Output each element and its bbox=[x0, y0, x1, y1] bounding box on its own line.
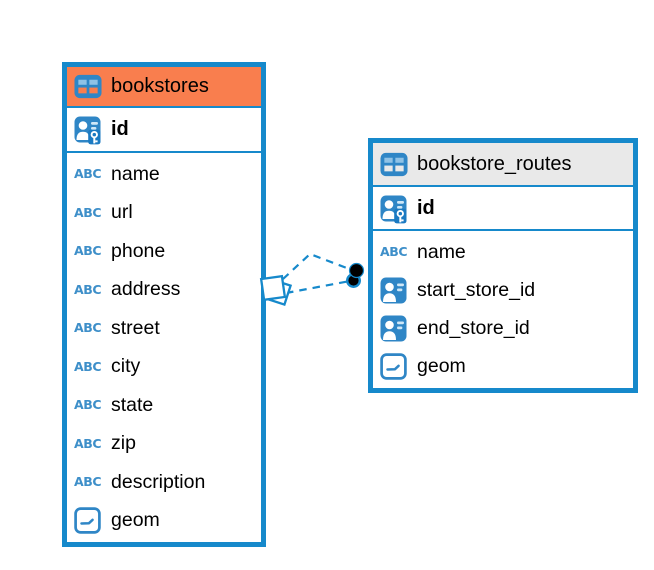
column-name: start_store_id bbox=[417, 278, 536, 301]
text-column-icon: ABC bbox=[74, 320, 102, 335]
column-row[interactable]: geom bbox=[67, 501, 261, 540]
relationship-line-1[interactable] bbox=[282, 252, 353, 280]
text-column-icon: ABC bbox=[74, 281, 102, 297]
text-column-icon: ABC bbox=[74, 204, 102, 220]
relationship-target-dot-markers bbox=[346, 262, 365, 289]
primary-key-icon bbox=[74, 113, 102, 146]
primary-key-row[interactable]: id bbox=[373, 187, 633, 231]
table-header[interactable]: bookstores bbox=[67, 67, 261, 108]
column-row[interactable]: geom bbox=[373, 347, 633, 385]
column-name: description bbox=[111, 470, 206, 493]
column-name: end_store_id bbox=[417, 316, 530, 339]
table-name: bookstores bbox=[111, 75, 209, 97]
column-name: geom bbox=[111, 509, 160, 532]
column-row[interactable]: ABC zip bbox=[67, 424, 261, 463]
table-header[interactable]: bookstore_routes bbox=[373, 143, 633, 187]
text-column-icon: ABC bbox=[74, 397, 102, 412]
column-list: ABC name start_store_id end_store_id geom bbox=[373, 231, 633, 385]
text-column-icon: ABC bbox=[74, 243, 102, 258]
column-row[interactable]: ABC address bbox=[67, 270, 261, 309]
column-row[interactable]: end_store_id bbox=[373, 309, 633, 347]
column-row[interactable]: start_store_id bbox=[373, 271, 633, 309]
column-name: phone bbox=[111, 239, 166, 262]
table-icon bbox=[74, 74, 102, 99]
table-name: bookstore_routes bbox=[417, 152, 572, 175]
column-row[interactable]: ABC description bbox=[67, 463, 261, 502]
text-column-icon: ABC bbox=[74, 166, 102, 181]
column-name: street bbox=[111, 316, 160, 339]
column-name: zip bbox=[111, 432, 136, 455]
table-bookstore-routes[interactable]: bookstore_routes id ABC name start_store_… bbox=[368, 138, 638, 393]
text-column-icon: ABC bbox=[74, 358, 102, 374]
relationship-line-2[interactable] bbox=[285, 279, 351, 295]
column-row[interactable]: ABC name bbox=[67, 155, 261, 194]
table-icon bbox=[380, 152, 408, 177]
geometry-column-icon bbox=[74, 507, 102, 534]
column-row[interactable]: ABC city bbox=[67, 347, 261, 386]
column-row[interactable]: ABC phone bbox=[67, 232, 261, 271]
primary-key-row[interactable]: id bbox=[67, 108, 261, 153]
reference-column-icon bbox=[380, 315, 408, 342]
reference-column-icon bbox=[380, 277, 408, 304]
column-row[interactable]: ABC street bbox=[67, 309, 261, 348]
geometry-column-icon bbox=[380, 352, 408, 380]
column-name: url bbox=[111, 201, 133, 224]
column-row[interactable]: ABC url bbox=[67, 193, 261, 232]
text-column-icon: ABC bbox=[74, 435, 102, 451]
column-name: state bbox=[111, 393, 154, 416]
column-row[interactable]: ABC name bbox=[373, 233, 633, 271]
text-column-icon: ABC bbox=[380, 243, 408, 259]
column-name: geom bbox=[417, 354, 466, 377]
text-column-icon: ABC bbox=[74, 474, 102, 489]
column-name: address bbox=[111, 278, 181, 301]
primary-key-name: id bbox=[111, 118, 129, 140]
column-name: name bbox=[111, 162, 160, 185]
primary-key-name: id bbox=[417, 196, 435, 219]
column-name: name bbox=[417, 240, 466, 263]
column-row[interactable]: ABC state bbox=[67, 386, 261, 425]
column-name: city bbox=[111, 355, 141, 378]
primary-key-icon bbox=[380, 192, 408, 225]
